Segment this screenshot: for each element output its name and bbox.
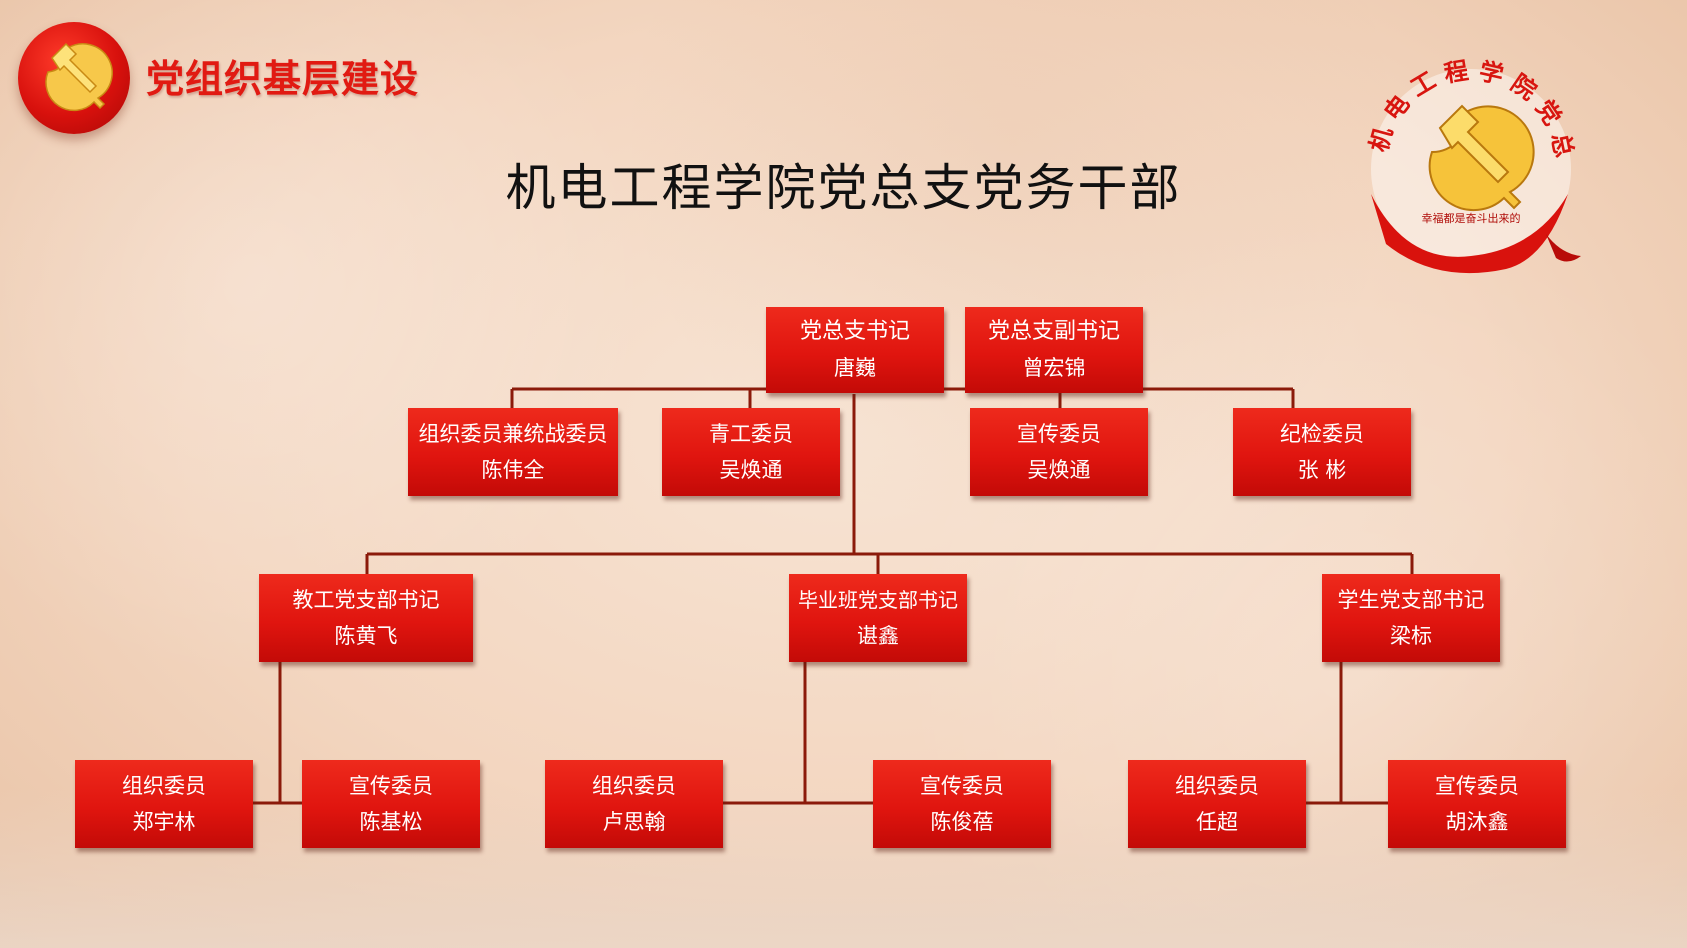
node-member: 宣传委员 胡沐鑫 bbox=[1388, 760, 1566, 848]
node-member: 宣传委员 陈基松 bbox=[302, 760, 480, 848]
node-role: 宣传委员 bbox=[349, 774, 433, 798]
node-role: 组织委员 bbox=[122, 774, 206, 798]
node-name: 任超 bbox=[1196, 810, 1238, 834]
emblem-hammer-sickle-icon bbox=[1428, 104, 1535, 212]
node-deputy-secretary: 党总支副书记 曾宏锦 bbox=[965, 307, 1143, 393]
node-role: 党总支副书记 bbox=[987, 319, 1120, 344]
node-committee-publicity: 宣传委员 吴焕通 bbox=[970, 408, 1148, 496]
node-member: 组织委员 任超 bbox=[1128, 760, 1306, 848]
header-title: 党组织基层建设 bbox=[146, 57, 420, 101]
node-role: 教工党支部书记 bbox=[292, 588, 440, 612]
main-title: 机电工程学院党总支党务干部 bbox=[505, 159, 1182, 217]
party-badge bbox=[18, 22, 130, 134]
node-branch-student: 学生党支部书记 梁标 bbox=[1322, 574, 1500, 662]
node-branch-graduating: 毕业班党支部书记 谌鑫 bbox=[789, 574, 967, 662]
node-role: 组织委员兼统战委员 bbox=[418, 422, 608, 446]
node-name: 曾宏锦 bbox=[1022, 356, 1086, 380]
node-secretary: 党总支书记 唐巍 bbox=[766, 307, 944, 393]
node-name: 胡沐鑫 bbox=[1445, 810, 1509, 834]
node-name: 卢思翰 bbox=[602, 810, 666, 834]
node-role: 组织委员 bbox=[592, 774, 676, 798]
node-name: 梁标 bbox=[1390, 624, 1432, 648]
node-role: 宣传委员 bbox=[1017, 422, 1101, 446]
node-role: 学生党支部书记 bbox=[1337, 588, 1485, 612]
node-role: 毕业班党支部书记 bbox=[798, 588, 958, 612]
node-committee-youth: 青工委员 吴焕通 bbox=[662, 408, 840, 496]
node-member: 宣传委员 陈俊蓓 bbox=[873, 760, 1051, 848]
node-name: 郑宇林 bbox=[132, 810, 196, 834]
node-name: 陈俊蓓 bbox=[930, 810, 994, 834]
node-name: 吴焕通 bbox=[719, 458, 783, 482]
node-name: 陈伟全 bbox=[481, 458, 545, 482]
node-committee-discipline: 纪检委员 张 彬 bbox=[1233, 408, 1411, 496]
node-name: 张 彬 bbox=[1297, 458, 1347, 482]
node-branch-staff: 教工党支部书记 陈黄飞 bbox=[259, 574, 473, 662]
hammer-sickle-icon bbox=[45, 42, 113, 112]
emblem-motto: 幸福都是奋斗出来的 bbox=[1422, 211, 1521, 225]
node-role: 纪检委员 bbox=[1280, 422, 1364, 446]
node-member: 组织委员 郑宇林 bbox=[75, 760, 253, 848]
node-member: 组织委员 卢思翰 bbox=[545, 760, 723, 848]
node-committee-organization: 组织委员兼统战委员 陈伟全 bbox=[408, 408, 618, 496]
node-role: 宣传委员 bbox=[920, 774, 1004, 798]
emblem: 机 电 工 程 学 院 党 总 支 幸福都是奋斗出来的 bbox=[1344, 21, 1586, 284]
node-role: 党总支书记 bbox=[799, 319, 910, 344]
node-name: 陈黄飞 bbox=[334, 624, 398, 648]
node-role: 青工委员 bbox=[709, 422, 793, 446]
node-name: 吴焕通 bbox=[1027, 458, 1091, 482]
node-name: 陈基松 bbox=[359, 810, 423, 834]
node-role: 宣传委员 bbox=[1435, 774, 1519, 798]
node-name: 谌鑫 bbox=[857, 624, 899, 648]
node-name: 唐巍 bbox=[834, 356, 876, 380]
node-role: 组织委员 bbox=[1175, 774, 1259, 798]
